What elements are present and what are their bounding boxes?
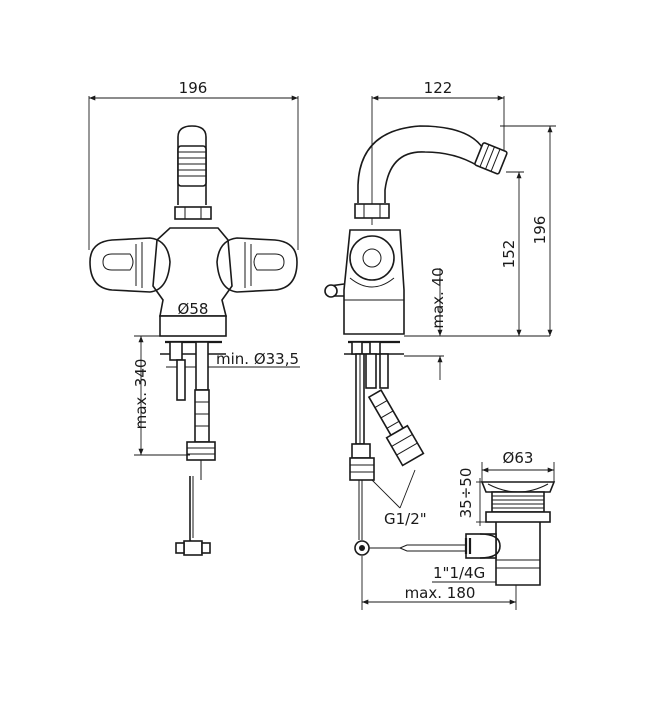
waste-thread-callout: 1"1/4G: [432, 564, 496, 583]
side-reach-dimension: 122: [371, 79, 505, 225]
front-view: 196: [88, 79, 300, 556]
side-spout-height-label: 152: [500, 240, 518, 269]
side-spout: [354, 125, 508, 219]
waste-rod-length-dimension: max. 180: [361, 556, 517, 610]
side-total-height-label: 196: [531, 216, 549, 245]
front-spout: [174, 125, 212, 220]
front-hole-diameter-label: min. Ø33,5: [216, 350, 299, 368]
side-view: 122: [324, 79, 556, 556]
front-hose-length-dimension: max. 340: [132, 335, 190, 456]
front-width-dimension: 196: [88, 79, 299, 250]
waste-rod-length-label: max. 180: [405, 584, 476, 602]
front-base-diameter-label: Ø58: [178, 300, 209, 318]
side-reach-label: 122: [424, 79, 453, 97]
waste-assembly: Ø63 35÷50 1"1/4G: [361, 449, 556, 610]
waste-diameter-dimension: Ø63: [481, 449, 555, 482]
waste-range-label: 35÷50: [457, 468, 475, 519]
front-hose-length-label: max. 340: [132, 359, 150, 430]
front-hoses: [169, 341, 216, 556]
side-body: [324, 229, 405, 335]
waste-diameter-label: Ø63: [503, 449, 534, 467]
side-hoses: [349, 341, 425, 556]
front-deck: min. Ø33,5: [140, 335, 300, 368]
side-height-dimensions: 152 196: [500, 125, 556, 336]
side-deck-thickness-label: max. 40: [429, 267, 447, 328]
waste-thread-label: 1"1/4G: [433, 564, 485, 582]
side-connection-label: G1/2": [384, 510, 427, 528]
waste-range-dimension: 35÷50: [457, 468, 490, 526]
front-width-label: 196: [179, 79, 208, 97]
side-connection-callout: G1/2": [371, 469, 427, 528]
front-body: Ø58: [89, 227, 298, 337]
